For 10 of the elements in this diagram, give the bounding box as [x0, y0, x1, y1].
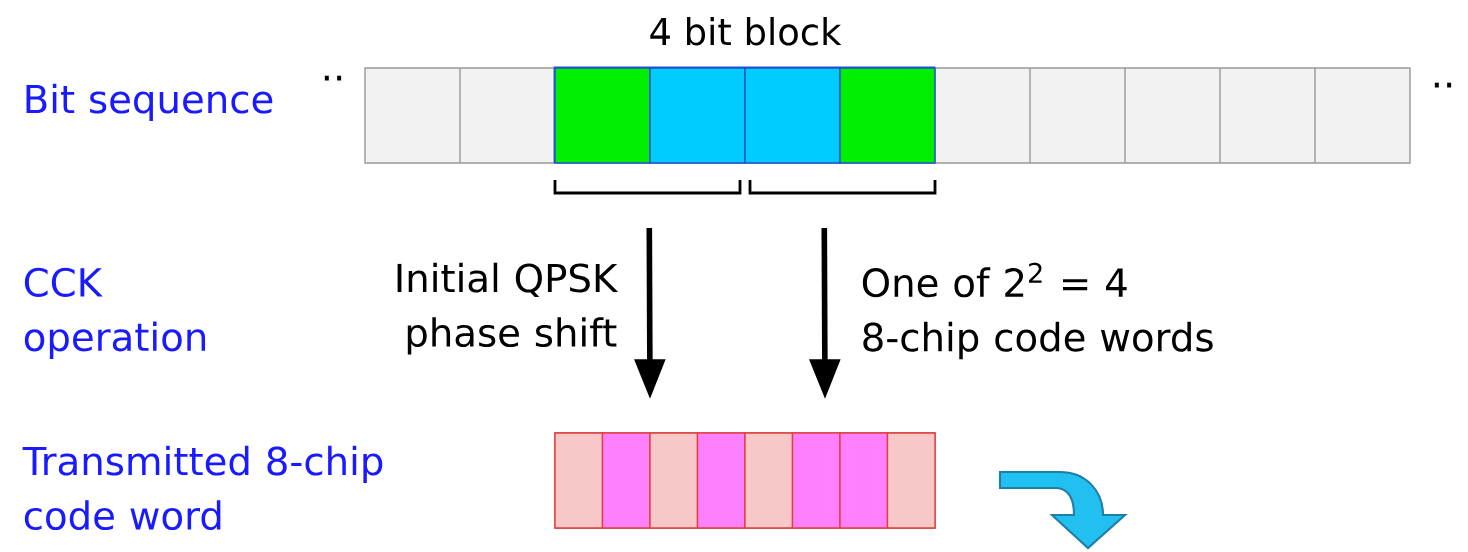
edge-label: One of 2$^{2}$ = 4 8-chip code words	[862, 262, 1213, 360]
row-label: CCK operation	[24, 267, 206, 359]
code-word-bar	[554, 432, 936, 529]
ellipsis: ..	[324, 75, 342, 81]
row-label: Transmitted 8-chip code word	[22, 445, 383, 531]
row-label: Bit sequence	[26, 83, 273, 122]
edge-label: Initial QPSK phase shift	[397, 262, 619, 355]
node-label: 4 bit block	[650, 16, 842, 46]
bit-block: 4 bit block	[553, 17, 936, 164]
ellipsis: ..	[1434, 82, 1452, 88]
